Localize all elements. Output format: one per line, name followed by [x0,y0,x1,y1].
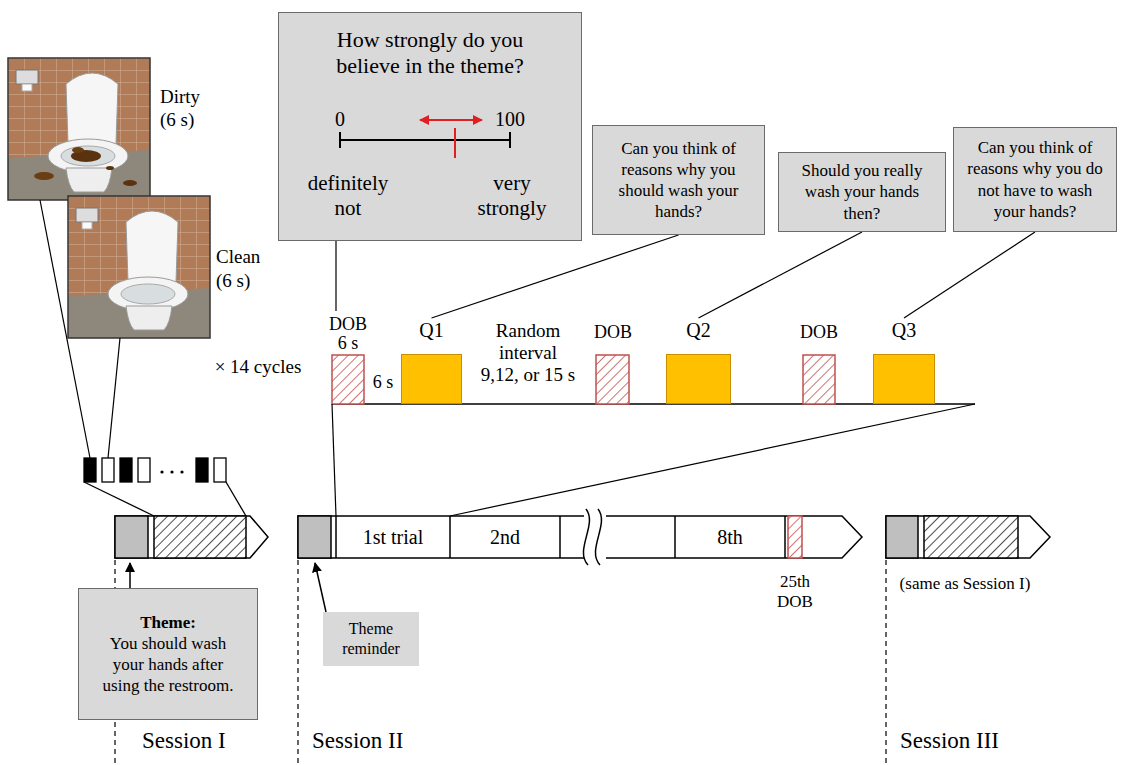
question-label: Q1 [401,318,462,342]
duration-label: 6 s [338,333,359,354]
question-bar [401,354,462,404]
scale-label: 0 [335,107,345,131]
question-bar [873,354,935,404]
dob-label: 25th DOB [771,572,819,611]
theme-reminder-box: Theme reminder [323,612,419,666]
dob-label: DOB [800,322,838,343]
theme-box: Theme:You should wash your hands after u… [78,588,258,720]
photo-label: Clean [216,246,260,268]
question-period: Q3 [873,318,935,404]
question-label: Q2 [666,318,731,342]
question-bar [666,354,731,404]
session-note: (same as Session I) [900,574,1031,594]
question-label: Q3 [873,318,935,342]
question-period: Q1 [401,318,462,404]
scale-slider [420,120,482,158]
question-period: Q2 [666,318,731,404]
question-text: How strongly do you believe in the theme… [305,27,555,80]
question-callout: Can you think of reasons why you should … [592,125,765,235]
session-three-bar [886,516,1050,558]
box-text: Can you think of reasons why you should … [601,138,756,223]
box-text: Should you really wash your hands then? [787,160,937,224]
box-text: Theme reminder [329,619,413,659]
session-label: Session I [142,728,226,754]
trial-timeline [332,241,975,516]
question-callout: Can you think of reasons why you do not … [953,127,1117,232]
trial-label: 8th [717,526,743,549]
leader-line [904,232,1035,318]
session-one-bar [115,516,268,558]
rating-question-box: How strongly do you believe in the theme… [278,12,582,241]
photo-label: Dirty [160,86,200,108]
leader-line [699,232,863,318]
duration-label: 6 s [373,372,394,393]
question-callout: Should you really wash your hands then? [778,152,946,232]
cycle-chain [84,458,246,516]
session-label: Session III [900,728,999,754]
duration-label: (6 s) [160,109,194,131]
session-label: Session II [312,728,403,754]
leader-line [432,235,679,318]
session-two-bar [298,509,862,565]
dob-label: DOB [329,314,367,335]
dirty-photo [8,58,150,200]
photo-leaders [40,200,120,458]
cycle-count: × 14 cycles [215,356,302,378]
box-text: Can you think of reasons why you do not … [962,137,1108,222]
box-text: You should wash your hands after using t… [97,633,239,697]
trial-label: 2nd [490,526,520,549]
box-heading: Theme: [97,612,239,633]
trial-label: 1st trial [363,526,424,549]
scale-line [340,132,510,148]
dob-label: DOB [594,322,632,343]
clean-photo [68,196,210,338]
interval-label: Random interval 9,12, or 15 s [479,320,577,386]
scale-label: definitely not [300,171,396,221]
scale-label: very strongly [464,171,560,221]
scale-label: 100 [495,107,525,131]
duration-label: (6 s) [216,270,250,292]
